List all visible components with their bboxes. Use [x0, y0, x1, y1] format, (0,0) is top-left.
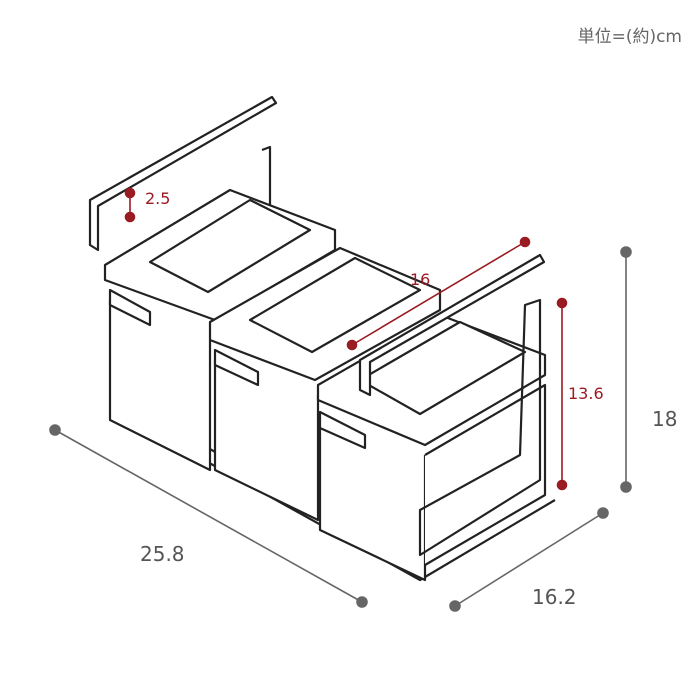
- width-dimension-line: [54, 429, 363, 603]
- container-height-label: 13.6: [568, 384, 604, 403]
- dimension-lines: [49, 246, 632, 612]
- total-height-label: 18: [652, 407, 678, 431]
- dimension-point: [597, 507, 609, 519]
- accent-dimension-lines: [124, 187, 568, 491]
- dimension-point: [356, 596, 368, 608]
- width-label: 25.8: [140, 542, 185, 566]
- inner-depth-label: 16: [410, 270, 431, 289]
- frame-height-label: 2.5: [145, 189, 171, 208]
- product-outline: [88, 95, 556, 582]
- dimension-point: [49, 424, 61, 436]
- depth-dimension-line: [454, 512, 604, 607]
- dimension-point: [449, 600, 461, 612]
- depth-label: 16.2: [532, 585, 577, 609]
- inner-depth-line: [351, 241, 526, 346]
- dimension-point: [620, 246, 632, 258]
- dimension-point: [620, 481, 632, 493]
- unit-label: 単位=(約)cm: [577, 27, 682, 47]
